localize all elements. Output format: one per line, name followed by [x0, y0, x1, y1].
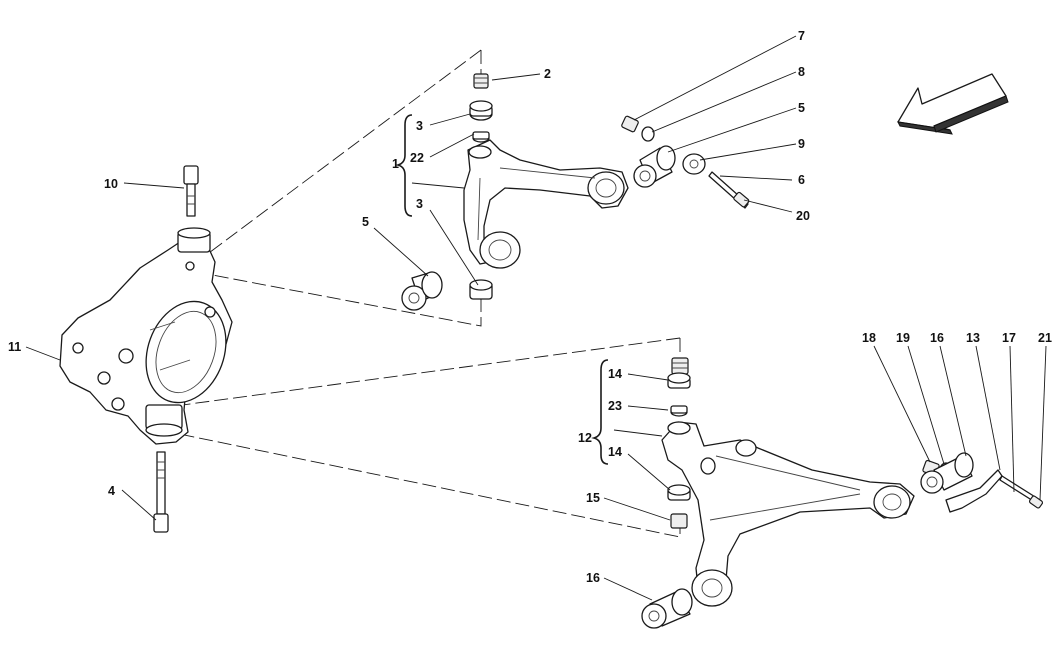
lower-wishbone	[661, 421, 915, 607]
callout-13: 13	[966, 331, 980, 345]
bolt-4	[153, 451, 169, 533]
bushing-16-lower	[641, 588, 693, 629]
bolt-10	[183, 165, 199, 217]
upper-joint-stack	[469, 73, 493, 143]
callout-5: 5	[798, 101, 805, 115]
callout-21: 21	[1038, 331, 1052, 345]
callout-3: 3	[416, 119, 423, 133]
bushing-5-left	[401, 271, 443, 311]
callout-14: 14	[608, 367, 622, 381]
lower-joint-stack	[667, 357, 691, 529]
callout-5: 5	[362, 215, 369, 229]
upper-right-hardware	[621, 115, 750, 209]
callout-23: 23	[608, 399, 622, 413]
callout-10: 10	[104, 177, 118, 191]
callout-19: 19	[896, 331, 910, 345]
callout-22: 22	[410, 151, 424, 165]
callout-17: 17	[1002, 331, 1016, 345]
upper-arm-lower-bush	[469, 279, 493, 300]
callout-16: 16	[930, 331, 944, 345]
callout-1: 1	[392, 157, 399, 171]
steering-knuckle	[59, 227, 233, 445]
callout-11: 11	[8, 340, 21, 354]
upper-group-brace	[395, 114, 413, 217]
callout-20: 20	[796, 209, 810, 223]
callout-2: 2	[544, 67, 551, 81]
callout-18: 18	[862, 331, 876, 345]
callout-15: 15	[586, 491, 600, 505]
callout-3: 3	[416, 197, 423, 211]
callout-12: 12	[578, 431, 592, 445]
callout-labels: 2 3 22 1 3 5 7 8 5 9 6 20 10 11 4 14 23 …	[8, 29, 1052, 585]
callout-7: 7	[798, 29, 805, 43]
lower-group-brace	[591, 359, 609, 465]
leader-lines	[25, 35, 1047, 601]
front-direction-arrow	[897, 73, 1009, 135]
upper-wishbone	[463, 139, 629, 269]
callout-8: 8	[798, 65, 805, 79]
callout-4: 4	[108, 484, 115, 498]
callout-6: 6	[798, 173, 805, 187]
callout-14: 14	[608, 445, 622, 459]
lower-right-hardware	[920, 452, 1044, 513]
callout-16: 16	[586, 571, 600, 585]
callout-9: 9	[798, 137, 805, 151]
